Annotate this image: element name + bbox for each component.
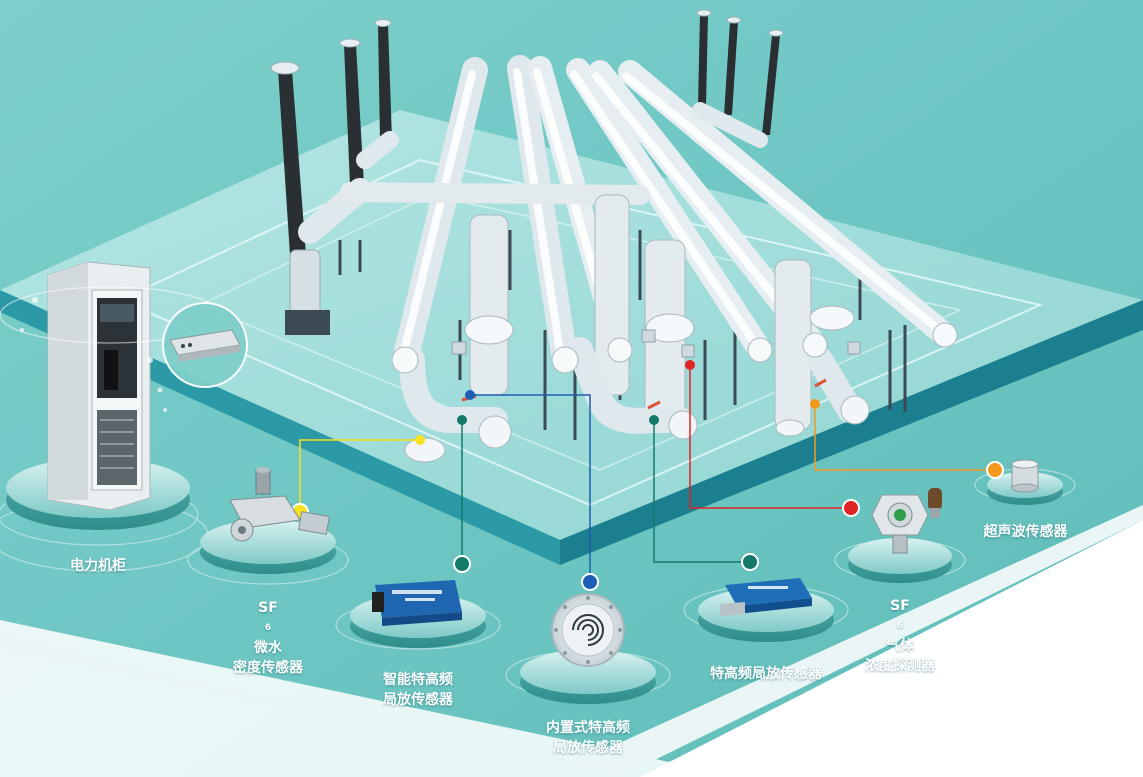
label-power-cabinet: 电力机柜: [70, 558, 126, 574]
sf6-moisture-sensor-icon: [229, 467, 330, 542]
smart-uhf-sensor-icon: [372, 580, 462, 626]
ultrasonic-sensor-icon: [1011, 459, 1039, 493]
decor-dots: [20, 297, 167, 412]
label-uhf: 特高频局放传感器: [710, 666, 822, 682]
sf6-gas-detector-icon: [871, 488, 942, 554]
platform-outline-outer: [117, 158, 1044, 507]
label-builtin-uhf: 内置式特高频 局放传感器: [546, 720, 630, 756]
bottom-wedge-right: [640, 520, 1143, 777]
monitor-unit-callout: [162, 302, 248, 388]
power-cabinet-icon: [47, 261, 151, 511]
label-smart-uhf: 智能特高频 局放传感器: [383, 672, 453, 708]
bottom-wedge-left: [0, 620, 740, 777]
label-ultrasonic: 超声波传感器: [983, 524, 1068, 540]
connector-lines: [299, 365, 994, 580]
builtin-uhf-ring-sensor-icon: [551, 593, 625, 667]
pedestal-builtin-uhf: [520, 650, 656, 704]
uhf-sensor-box-icon: [720, 578, 812, 616]
pedestal-gas: [848, 538, 952, 583]
platform-side-right: [560, 300, 1143, 565]
